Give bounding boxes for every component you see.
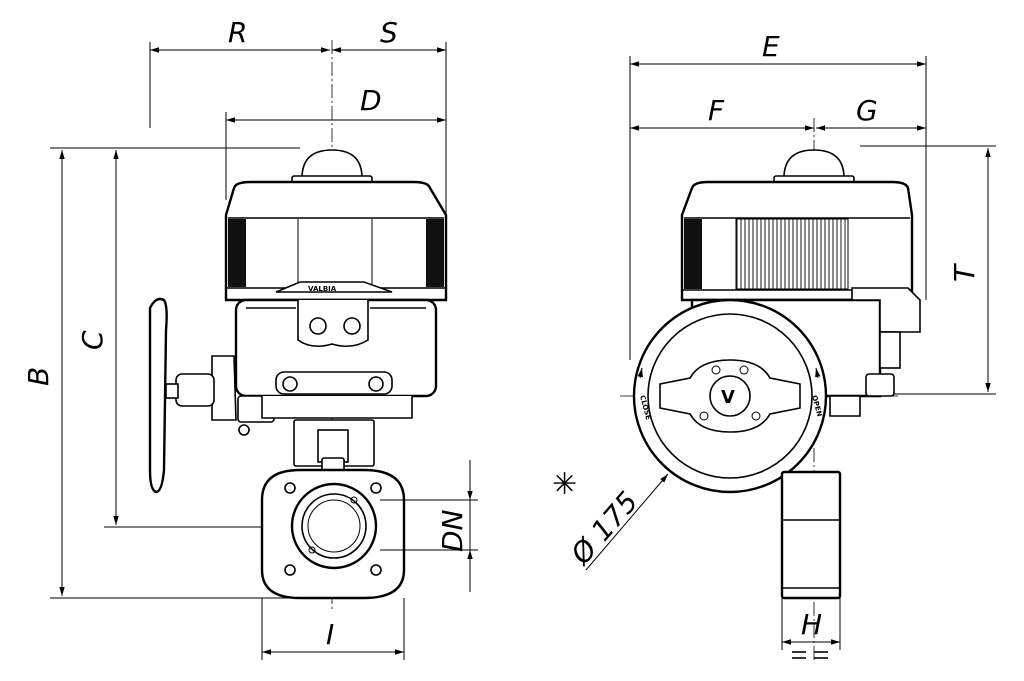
dim-label-r: R: [228, 16, 247, 49]
dim-label-d: D: [360, 84, 382, 117]
flange-hole-tl: [284, 482, 296, 494]
side-bolt-head: [865, 373, 895, 397]
side-valve-body: [780, 470, 842, 600]
flange-hole-tr: [370, 482, 382, 494]
dim-label-f: F: [708, 94, 725, 127]
valve-bore: [301, 493, 367, 559]
dim-label-t: T: [948, 263, 981, 282]
handwheel-rim-front: [148, 297, 168, 494]
cover-grip-right: [426, 219, 444, 287]
actuator-cover: [224, 180, 448, 302]
bolt-left: [282, 376, 298, 392]
dim-label-b: B: [22, 367, 55, 386]
cover-grip-left: [228, 219, 246, 287]
side-dome: [783, 149, 845, 179]
handwheel-inner: [647, 313, 813, 479]
dim-label-s: S: [380, 16, 398, 49]
nameplate: [275, 281, 393, 293]
diameter-leader: [585, 473, 669, 571]
dim-label-i: I: [326, 618, 334, 651]
nameplate-text: VALBIA: [308, 285, 337, 293]
dim-label-g: G: [856, 94, 878, 127]
front-view: R S D B C VALBIA: [22, 16, 478, 660]
dim-label-h: H: [801, 608, 822, 641]
connector-boss: [297, 300, 369, 348]
handwheel-logo: V: [721, 387, 735, 408]
dim-label-dn: DN: [436, 509, 469, 552]
gearbox-side: [211, 355, 237, 421]
side-view: E F G T V: [552, 30, 996, 660]
dim-label-e: E: [762, 30, 780, 63]
flange-hole-bl: [284, 564, 296, 576]
close-arrow: [637, 367, 643, 379]
actuator-dome: [301, 149, 363, 179]
cable-gland-left: [309, 317, 327, 335]
bolt-right: [368, 376, 384, 392]
heat-sink-ribs: [735, 218, 849, 290]
open-arrow: [815, 367, 821, 379]
flange-hole-br: [370, 564, 382, 576]
cable-gland-right: [343, 317, 361, 335]
valve-bore-outer: [290, 482, 378, 570]
side-grip: [684, 219, 702, 289]
dim-label-c: C: [76, 330, 109, 350]
handwheel-hub-front: [709, 375, 751, 417]
handwheel-hub: [175, 373, 215, 407]
note-asterisk: ✳: [552, 467, 577, 502]
